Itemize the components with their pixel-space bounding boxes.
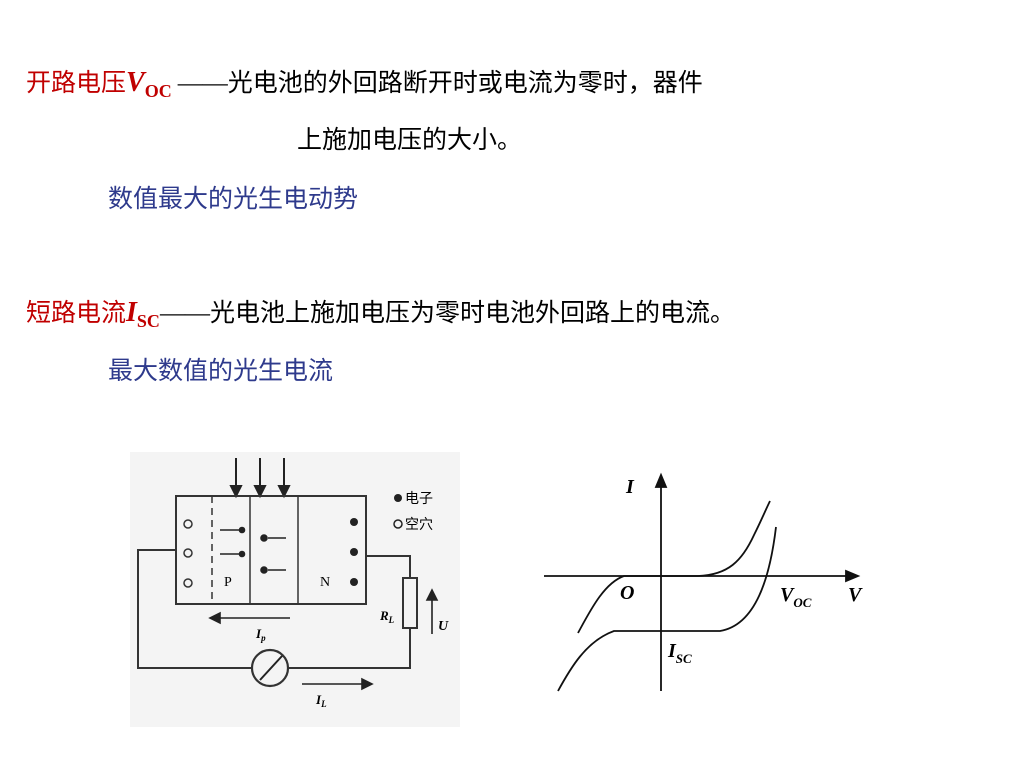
electron-symbols	[350, 518, 358, 586]
voc-definition-line-2: 上施加电压的大小。	[297, 125, 523, 154]
load-resistor	[402, 577, 418, 629]
photocell-circuit-diagram: P N 电子 空穴 RL U Ip IL	[130, 452, 460, 727]
legend-electron-label: 电子	[405, 491, 433, 507]
iv-axes	[544, 472, 861, 691]
rl-label: RL	[379, 608, 395, 625]
carrier-drift-arrows	[220, 526, 286, 574]
legend-hole-label: 空穴	[405, 517, 433, 533]
voc-term: 开路电压	[26, 68, 127, 97]
voc-definition: 光电池的外回路断开时或电流为零时，器件	[227, 68, 703, 97]
bottom-right-wire	[288, 628, 411, 669]
current-axis-label: I	[625, 476, 635, 498]
p-region-label: P	[224, 575, 232, 590]
origin-label: O	[620, 582, 634, 604]
voc-note: 数值最大的光生电动势	[108, 184, 359, 213]
right-wire	[366, 555, 411, 578]
load-current-arrow	[302, 677, 374, 691]
il-label: IL	[315, 692, 327, 709]
isc-definition-line: 短路电流ISC——光电池上施加电压为零时电池外回路上的电流。	[26, 297, 735, 337]
voc-point-label: VOC	[780, 584, 812, 610]
voc-definition-line-1: 开路电压VOC——光电池的外回路断开时或电流为零时，器件	[26, 67, 703, 107]
legend-electron-dot	[394, 494, 402, 502]
isc-term: 短路电流	[26, 298, 127, 327]
voc-dash: ——	[177, 70, 228, 97]
voc-symbol: V	[126, 67, 145, 98]
isc-point-label: ISC	[667, 640, 692, 666]
voc-subscript: OC	[144, 81, 172, 101]
dark-iv-curve	[577, 500, 771, 634]
legend-hole-circle	[393, 519, 403, 529]
iv-characteristic-diagram: I V O VOC ISC	[544, 472, 863, 692]
illuminated-iv-curve	[557, 526, 777, 692]
isc-note: 最大数值的光生电流	[108, 356, 334, 385]
isc-dash: ——	[159, 300, 210, 327]
light-arrows	[229, 458, 291, 499]
ammeter-needle	[259, 655, 283, 681]
isc-definition: 光电池上施加电压为零时电池外回路上的电流。	[209, 298, 735, 327]
hole-symbols	[183, 519, 193, 588]
u-label: U	[438, 619, 449, 634]
ip-label: Ip	[255, 626, 266, 643]
isc-subscript: SC	[136, 311, 160, 331]
photocurrent-arrow	[208, 611, 290, 625]
voltage-axis-label: V	[848, 584, 863, 606]
left-wire	[137, 549, 252, 669]
isc-symbol: I	[126, 297, 137, 328]
n-region-label: N	[320, 575, 330, 590]
voltage-arrow	[425, 588, 439, 634]
